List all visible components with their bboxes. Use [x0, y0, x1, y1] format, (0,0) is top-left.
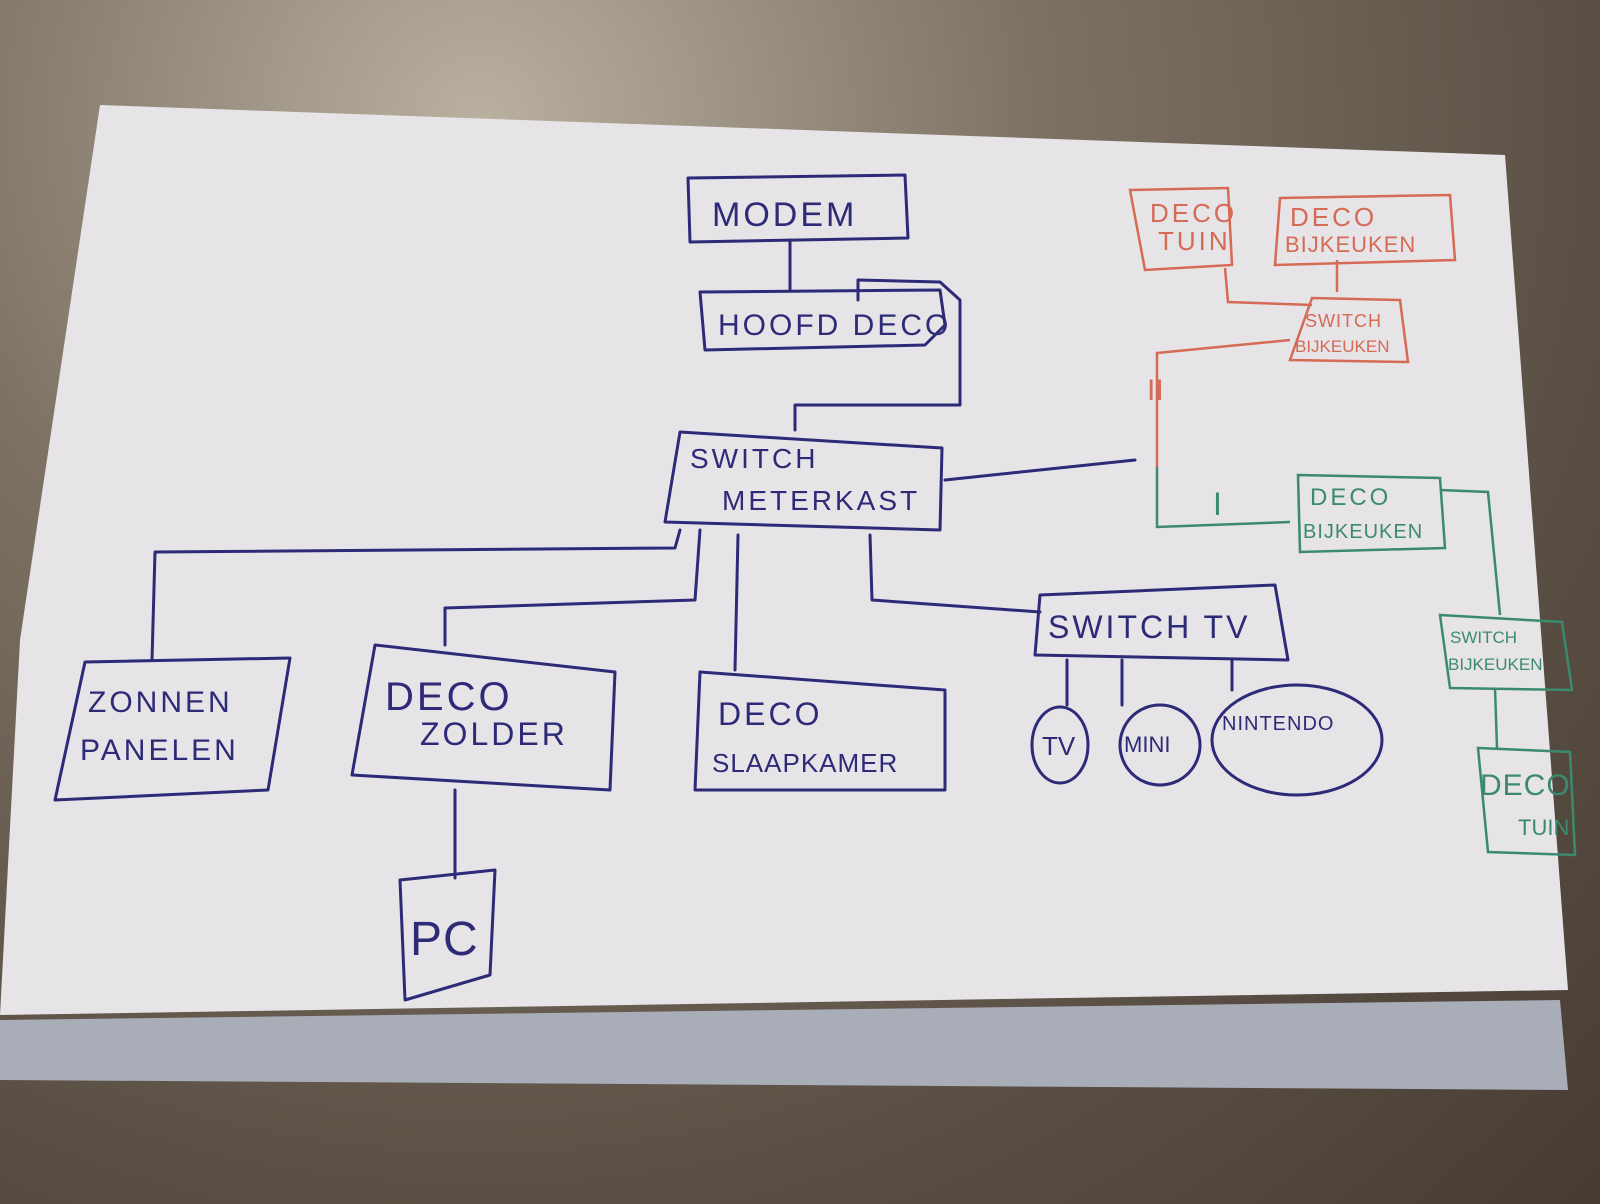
node-label: HOOFD DECO	[718, 309, 951, 342]
node-label: DECO	[1480, 769, 1571, 802]
node-label: DECO	[385, 675, 513, 719]
node-label: MINI	[1124, 732, 1170, 757]
node-label: TUIN	[1518, 815, 1569, 840]
node-hoofd-deco: HOOFD DECO	[698, 288, 951, 352]
node-switch-meterkast: SWITCH METERKAST	[663, 430, 944, 532]
node-label: PC	[410, 913, 479, 966]
option-i-green: I DECO BIJKEUKEN SWITCH BIJKEUKEN DECO T…	[1155, 467, 1577, 857]
node-label: SWITCH	[690, 443, 818, 474]
node-label: SWITCH	[1305, 311, 1382, 331]
paper-stack-edge	[0, 1000, 1568, 1090]
node-label: DECO	[1290, 202, 1377, 232]
node-label: DECO	[1310, 484, 1391, 511]
node-label: DECO	[718, 696, 822, 732]
node-label: DECO	[1150, 198, 1237, 228]
node-label: NINTENDO	[1222, 713, 1334, 735]
node-deco-slaapkamer: DECO SLAAPKAMER	[693, 670, 947, 792]
node-nintendo: NINTENDO	[1210, 683, 1384, 797]
node-label: MODEM	[712, 196, 857, 234]
node-zonnenpanelen: ZONNEN PANELEN	[53, 656, 292, 802]
node-label: SWITCH	[1450, 628, 1517, 647]
node-tv: TV	[1030, 705, 1090, 785]
node-label: SLAAPKAMER	[712, 748, 898, 778]
node-pc: PC	[398, 868, 497, 1002]
node-deco-zolder: DECO ZOLDER	[350, 643, 617, 792]
node-label: ZONNEN	[88, 686, 233, 719]
node-label: TUIN	[1158, 226, 1231, 256]
node-label: BIJKEUKEN	[1295, 337, 1389, 356]
node-switch-tv: SWITCH TV	[1033, 583, 1290, 662]
node-modem: MODEM	[686, 173, 910, 244]
node-label: BIJKEUKEN	[1448, 655, 1542, 674]
node-label: METERKAST	[722, 485, 920, 516]
option-label: I	[1213, 486, 1225, 522]
option-ii-red: DECO TUIN DECO BIJKEUKEN SWITCH BIJKEUKE…	[1128, 186, 1457, 467]
node-label: BIJKEUKEN	[1285, 232, 1416, 257]
option-label: II	[1147, 374, 1164, 407]
node-label: TV	[1042, 731, 1076, 761]
paper-sheet	[0, 105, 1568, 1015]
node-mini: MINI	[1118, 703, 1202, 787]
node-label: SWITCH TV	[1048, 609, 1250, 645]
node-label: ZOLDER	[420, 716, 568, 752]
node-label: PANELEN	[80, 734, 239, 767]
node-label: BIJKEUKEN	[1303, 521, 1423, 543]
connections-main	[150, 238, 1234, 880]
